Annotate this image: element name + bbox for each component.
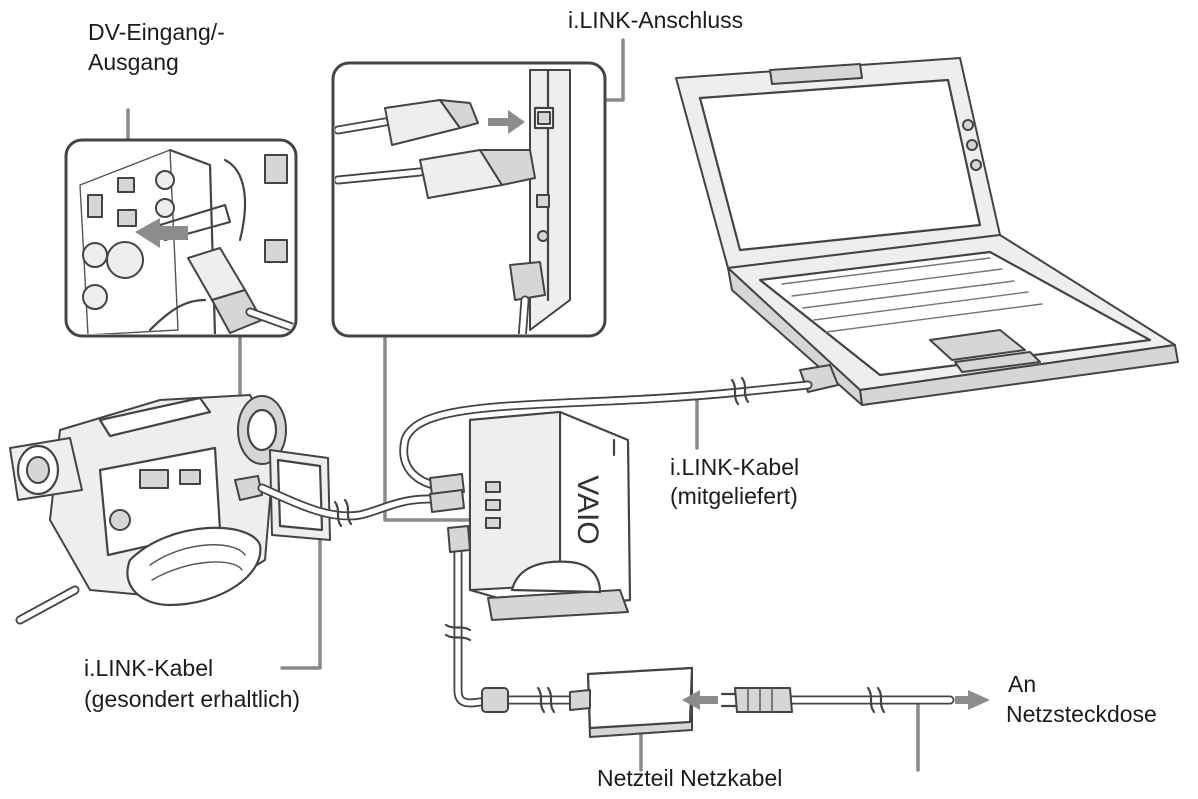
arrow-left-icon (682, 690, 718, 710)
ilink-port-label: i.LINK-Anschluss (568, 7, 744, 33)
laptop-icon (675, 57, 1179, 406)
outlet-label-line1: An (1008, 671, 1037, 697)
camcorder-icon (9, 394, 331, 625)
dv-port-label-line2: Ausgang (88, 49, 179, 75)
ilink-cable-supplied-label-line2: (mitgeliefert) (670, 483, 798, 509)
ilink-cable-separate-label-line2: (gesondert erhaltlich) (84, 686, 301, 712)
cables (257, 380, 955, 708)
ac-adapter-icon (569, 666, 694, 738)
vaio-tower-icon (468, 410, 632, 621)
ferrite-core (481, 687, 509, 713)
dv-port-label-line1: DV-Eingang/- (88, 19, 225, 45)
adapter-cord-label: Netzteil Netzkabel (597, 765, 783, 791)
leader-zoom-tower (383, 333, 472, 522)
leader-ilink-cable-separate (280, 518, 322, 670)
ilink-cable-separate-label-line1: i.LINK-Kabel (84, 655, 214, 681)
arrow-right-icon (955, 690, 990, 710)
cable-breaks (333, 376, 886, 714)
zoom-box-ilink-port (331, 61, 607, 338)
outlet-label-line2: Netzsteckdose (1006, 701, 1157, 727)
ilink-connector-icon (429, 473, 471, 553)
vaio-logo: VAIO (571, 475, 604, 544)
power-plug-icon (720, 687, 793, 713)
ilink-cable-supplied-label-line1: i.LINK-Kabel (670, 454, 800, 480)
zoom-box-dv-port (64, 138, 298, 338)
